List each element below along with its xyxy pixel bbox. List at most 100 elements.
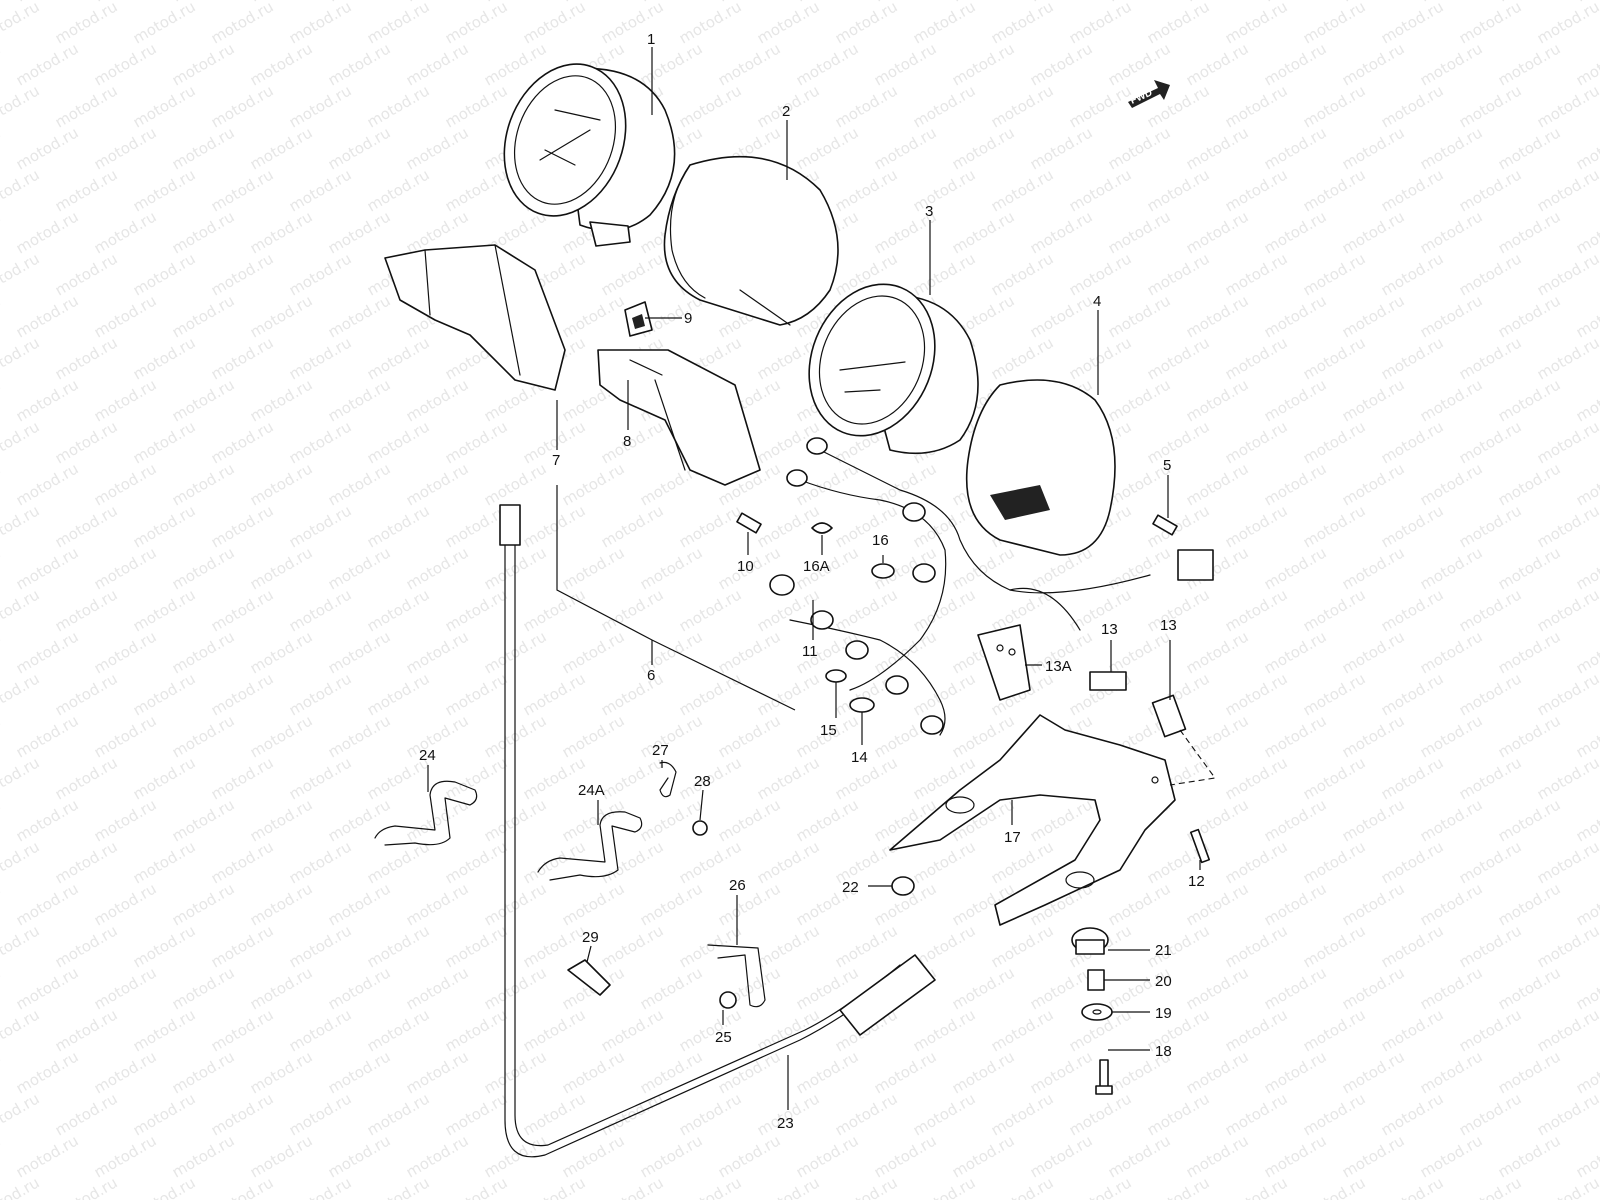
- watermark-text: motod.ru: [949, 207, 1018, 257]
- watermark-text: motod.ru: [1183, 627, 1252, 677]
- watermark-text: motod.ru: [1183, 711, 1252, 761]
- watermark-text: motod.ru: [832, 501, 901, 551]
- watermark-text: motod.ru: [247, 711, 316, 761]
- watermark-text: motod.ru: [559, 543, 628, 593]
- callout-label: 22: [842, 879, 859, 896]
- watermark-text: motod.ru: [1027, 963, 1096, 1013]
- watermark-text: motod.ru: [1261, 963, 1330, 1013]
- bolt-12: [1189, 828, 1211, 864]
- watermark-text: motod.ru: [169, 1047, 238, 1097]
- watermark-text: motod.ru: [247, 291, 316, 341]
- watermark-text: motod.ru: [13, 963, 82, 1013]
- watermark-text: motod.ru: [1144, 501, 1213, 551]
- watermark-text: motod.ru: [1573, 543, 1600, 593]
- watermark-text: motod.ru: [1534, 1089, 1600, 1139]
- watermark-text: motod.ru: [325, 1131, 394, 1181]
- watermark-text: motod.ru: [1378, 501, 1447, 551]
- watermark-text: motod.ru: [169, 123, 238, 173]
- watermark-text: motod.ru: [988, 1173, 1057, 1200]
- watermark-text: motod.ru: [325, 711, 394, 761]
- watermark-text: motod.ru: [1456, 249, 1525, 299]
- watermark-text: motod.ru: [1495, 879, 1564, 929]
- cable-guide-24: [374, 780, 478, 846]
- watermark-text: motod.ru: [1456, 333, 1525, 383]
- watermark-text: motod.ru: [403, 1047, 472, 1097]
- watermark-text: motod.ru: [910, 1173, 979, 1200]
- watermark-text: motod.ru: [910, 249, 979, 299]
- watermark-text: motod.ru: [1339, 291, 1408, 341]
- watermark-text: motod.ru: [130, 249, 199, 299]
- watermark-text: motod.ru: [1066, 0, 1135, 47]
- watermark-text: motod.ru: [1105, 375, 1174, 425]
- watermark-text: motod.ru: [1300, 585, 1369, 635]
- watermark-text: motod.ru: [325, 627, 394, 677]
- watermark-text: motod.ru: [1261, 207, 1330, 257]
- watermark-text: motod.ru: [676, 585, 745, 635]
- clamp-27: [659, 761, 677, 798]
- watermark-text: motod.ru: [1222, 81, 1291, 131]
- watermark-text: motod.ru: [1456, 669, 1525, 719]
- callout-label: 21: [1155, 942, 1172, 959]
- watermark-text: motod.ru: [1144, 81, 1213, 131]
- collar-20: [1087, 969, 1105, 991]
- watermark-text: motod.ru: [481, 459, 550, 509]
- watermark-text: motod.ru: [13, 291, 82, 341]
- watermark-text: motod.ru: [13, 795, 82, 845]
- callout-label: 1: [647, 31, 655, 48]
- watermark-text: motod.ru: [52, 165, 121, 215]
- callout-label: 24: [419, 747, 436, 764]
- watermark-text: motod.ru: [130, 333, 199, 383]
- watermark-text: motod.ru: [325, 879, 394, 929]
- callout-label: 26: [729, 877, 746, 894]
- watermark-text: motod.ru: [1417, 375, 1486, 425]
- watermark-text: motod.ru: [130, 585, 199, 635]
- watermark-text: motod.ru: [754, 501, 823, 551]
- watermark-text: motod.ru: [715, 795, 784, 845]
- watermark-text: motod.ru: [130, 501, 199, 551]
- watermark-text: motod.ru: [1300, 1173, 1369, 1200]
- watermark-text: motod.ru: [1378, 669, 1447, 719]
- fwd-badge-text: FWD: [1129, 87, 1154, 106]
- watermark-text: motod.ru: [208, 585, 277, 635]
- watermark-text: motod.ru: [1378, 81, 1447, 131]
- watermark-text: motod.ru: [910, 837, 979, 887]
- watermark-text: motod.ru: [364, 1089, 433, 1139]
- watermark-text: motod.ru: [1495, 795, 1564, 845]
- callout-label: 12: [1188, 873, 1205, 890]
- watermark-text: motod.ru: [1222, 753, 1291, 803]
- watermark-text: motod.ru: [949, 963, 1018, 1013]
- watermark-text: motod.ru: [208, 81, 277, 131]
- watermark-text: motod.ru: [91, 1047, 160, 1097]
- watermark-text: motod.ru: [520, 0, 589, 47]
- callout-label: 18: [1155, 1043, 1172, 1060]
- watermark-text: motod.ru: [91, 795, 160, 845]
- watermark-text: motod.ru: [637, 879, 706, 929]
- watermark-text: motod.ru: [13, 711, 82, 761]
- watermark-text: motod.ru: [91, 711, 160, 761]
- watermark-text: motod.ru: [1417, 963, 1486, 1013]
- watermark-text: motod.ru: [1534, 585, 1600, 635]
- watermark-text: motod.ru: [0, 669, 42, 719]
- watermark-text: motod.ru: [598, 1005, 667, 1055]
- callout-label: 4: [1093, 293, 1101, 310]
- watermark-text: motod.ru: [130, 669, 199, 719]
- watermark-text: motod.ru: [403, 123, 472, 173]
- watermark-text: motod.ru: [676, 81, 745, 131]
- watermark-text: motod.ru: [247, 795, 316, 845]
- watermark-text: motod.ru: [1495, 291, 1564, 341]
- watermark-text: motod.ru: [676, 1089, 745, 1139]
- watermark-text: motod.ru: [130, 1005, 199, 1055]
- watermark-text: motod.ru: [52, 1089, 121, 1139]
- watermark-text: motod.ru: [871, 1131, 940, 1181]
- watermark-text: motod.ru: [286, 669, 355, 719]
- watermark-text: motod.ru: [247, 543, 316, 593]
- watermark-text: motod.ru: [52, 0, 121, 47]
- watermark-text: motod.ru: [442, 585, 511, 635]
- watermark-text: motod.ru: [988, 921, 1057, 971]
- watermark-text: motod.ru: [91, 291, 160, 341]
- watermark-text: motod.ru: [442, 417, 511, 467]
- watermark-text: motod.ru: [1495, 207, 1564, 257]
- watermark-text: motod.ru: [208, 333, 277, 383]
- watermark-text: motod.ru: [559, 627, 628, 677]
